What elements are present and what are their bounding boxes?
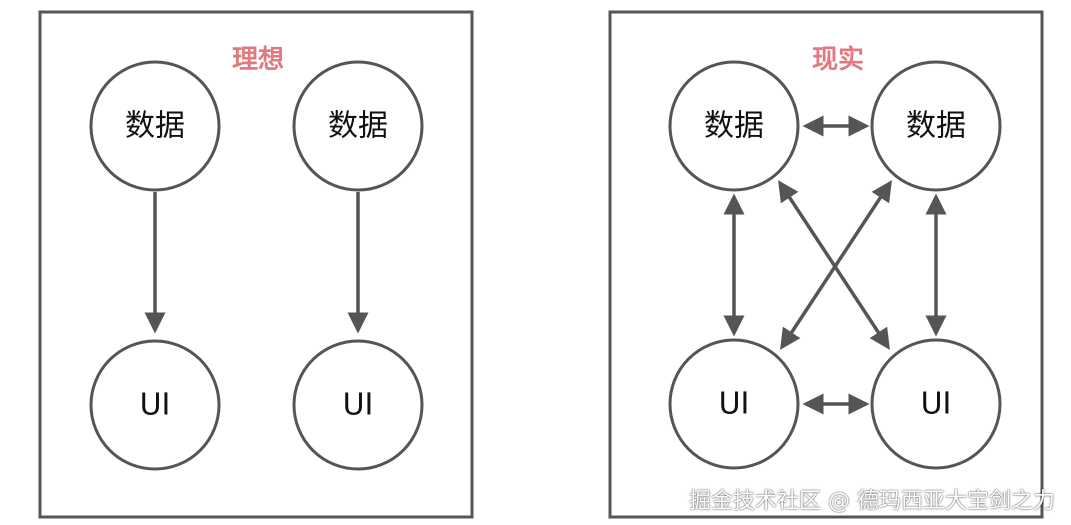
ideal-data-node-right <box>292 60 424 192</box>
ideal-data-node-left-label: 数据 <box>125 109 185 144</box>
reality-data-node-right <box>870 60 1002 192</box>
reality-ui-node-left <box>668 338 800 470</box>
ideal-panel-frame <box>38 10 474 519</box>
reality-panel: 现实 数据 数据 UI UI <box>608 10 1044 519</box>
reality-data-node-right-label: 数据 <box>906 109 966 144</box>
reality-data-node-left <box>668 60 800 192</box>
watermark: 掘金技术社区 @ 德玛西亚大宝剑之力 <box>689 489 1055 514</box>
reality-ui-node-left-label: UI <box>719 387 750 422</box>
reality-arrow-diagonal-up <box>780 180 892 350</box>
reality-panel-title: 现实 <box>812 44 864 75</box>
ideal-data-node-right-label: 数据 <box>328 109 388 144</box>
reality-ui-node-right-label: UI <box>921 387 952 422</box>
ideal-ui-node-left-label: UI <box>140 388 171 423</box>
ideal-ui-node-right <box>292 339 424 471</box>
reality-data-node-left-label: 数据 <box>704 109 764 144</box>
ideal-panel: 理想 数据 数据 UI UI <box>38 10 474 519</box>
ideal-panel-title: 理想 <box>232 45 284 75</box>
reality-panel-frame <box>608 10 1044 519</box>
ideal-ui-node-left <box>89 339 221 471</box>
ideal-data-node-left <box>89 60 221 192</box>
reality-ui-node-right <box>870 338 1002 470</box>
ideal-ui-node-right-label: UI <box>343 388 374 423</box>
